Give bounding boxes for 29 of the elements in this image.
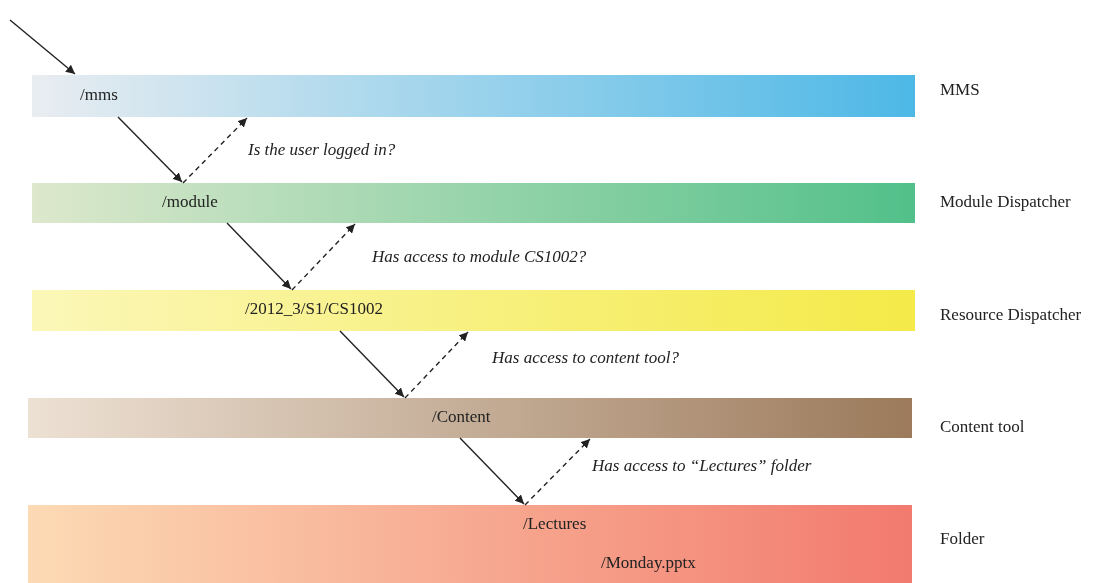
layer-band — [28, 505, 912, 583]
path-label: /Monday.pptx — [601, 553, 696, 573]
arrow — [117, 116, 183, 183]
path-label: /module — [162, 192, 218, 212]
layer-name: Folder — [940, 529, 985, 549]
layer-band — [32, 290, 915, 331]
layer-name: Resource Dispatcher — [940, 305, 1082, 325]
edge-label: Has access to “Lectures” folder — [592, 456, 812, 476]
path-label: /Lectures — [523, 514, 587, 534]
layer-band — [32, 75, 915, 117]
path-label: /mms — [80, 85, 118, 105]
path-label: /2012_3/S1/CS1002 — [245, 299, 383, 319]
arrow — [339, 330, 405, 398]
layer-band — [32, 183, 915, 223]
arrow — [459, 437, 525, 505]
arrow — [291, 223, 356, 291]
arrow — [226, 222, 292, 290]
arrow — [404, 331, 469, 399]
path-label: /Content — [432, 407, 491, 427]
layer-name: MMS — [940, 80, 980, 100]
arrow — [182, 117, 248, 184]
arrow — [524, 438, 591, 506]
edge-label: Has access to content tool? — [492, 348, 679, 368]
edge-label: Has access to module CS1002? — [372, 247, 587, 267]
edge-label: Is the user logged in? — [248, 140, 396, 160]
layer-name: Content tool — [940, 417, 1025, 437]
arrow — [9, 19, 76, 75]
layer-name: Module Dispatcher — [940, 192, 1071, 212]
layer-band — [28, 398, 912, 438]
